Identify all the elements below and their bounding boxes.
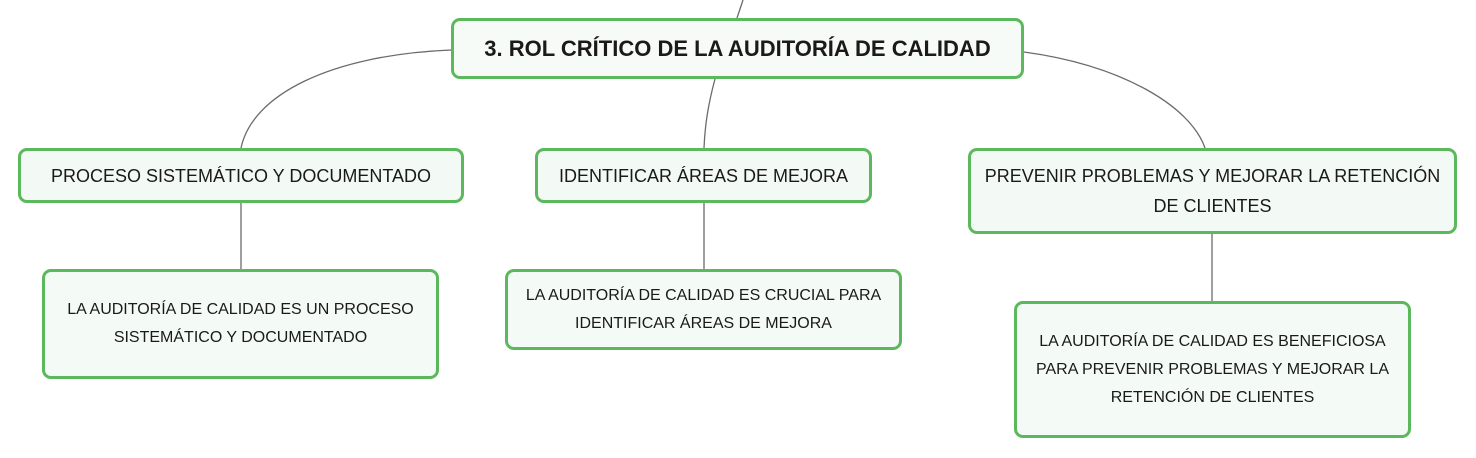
branch-label: PROCESO SISTEMÁTICO Y DOCUMENTADO [50, 165, 432, 186]
incoming-connector [736, 0, 744, 19]
detail-node-proceso-sistematico[interactable]: LA AUDITORÍA DE CALIDAD ES UN PROCESO SI… [42, 269, 439, 379]
connector-root-to-branch-2 [703, 78, 716, 149]
connector-root-to-branch-3 [1023, 51, 1206, 149]
root-topic-node[interactable]: 3. ROL CRÍTICO DE LA AUDITORÍA DE CALIDA… [451, 18, 1024, 79]
branch-node-proceso-sistematico[interactable]: PROCESO SISTEMÁTICO Y DOCUMENTADO [18, 148, 464, 203]
branch-node-prevenir-problemas[interactable]: PREVENIR PROBLEMAS Y MEJORAR LA RETENCIÓ… [968, 148, 1457, 234]
connector-root-to-branch-1 [240, 49, 452, 149]
branch-label: IDENTIFICAR ÁREAS DE MEJORA [558, 165, 849, 186]
detail-node-identificar-areas[interactable]: LA AUDITORÍA DE CALIDAD ES CRUCIAL PARA … [505, 269, 902, 350]
branch-label: PREVENIR PROBLEMAS Y MEJORAR LA RETENCIÓ… [984, 166, 1441, 216]
detail-label: LA AUDITORÍA DE CALIDAD ES UN PROCESO SI… [67, 301, 414, 346]
branch-node-identificar-areas[interactable]: IDENTIFICAR ÁREAS DE MEJORA [535, 148, 872, 203]
detail-label: LA AUDITORÍA DE CALIDAD ES CRUCIAL PARA … [525, 286, 882, 332]
root-topic-label: 3. ROL CRÍTICO DE LA AUDITORÍA DE CALIDA… [484, 35, 991, 61]
detail-label: LA AUDITORÍA DE CALIDAD ES BENEFICIOSA P… [1036, 332, 1389, 406]
detail-node-prevenir-problemas[interactable]: LA AUDITORÍA DE CALIDAD ES BENEFICIOSA P… [1014, 301, 1411, 438]
